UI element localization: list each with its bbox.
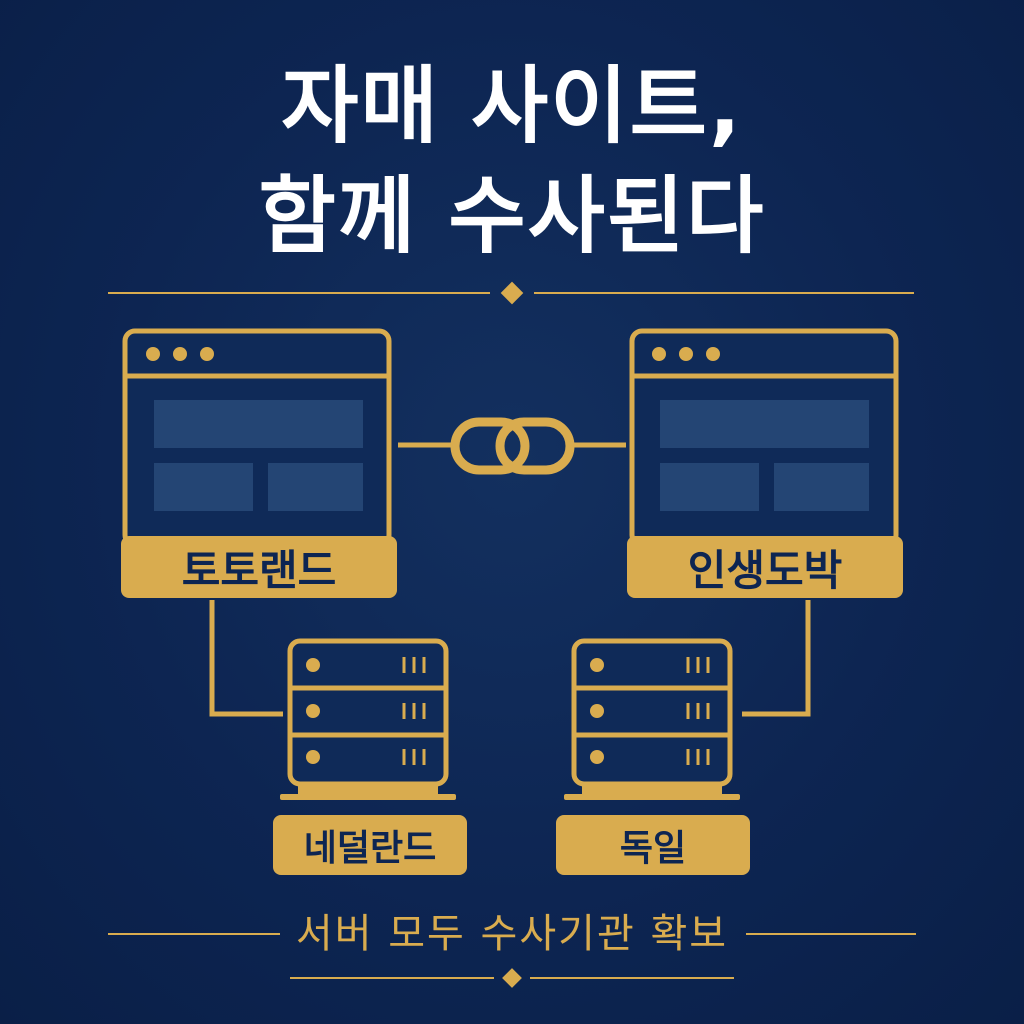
chain-link-icon	[398, 417, 626, 475]
footer-caption: 서버 모두 수사기관 확보	[295, 911, 729, 957]
diamond-ornament-icon	[500, 281, 524, 305]
footer-divider	[108, 933, 916, 988]
server-label-netherlands: 네덜란드	[273, 815, 467, 875]
site-label-totoland: 토토랜드	[121, 536, 397, 598]
browser-window-icon	[122, 328, 392, 548]
site-label-insaengdobak: 인생도박	[627, 536, 903, 598]
connector-line	[209, 600, 283, 717]
headline-line-1: 자매 사이트,	[281, 57, 743, 155]
server-label-germany: 독일	[556, 815, 750, 875]
diamond-ornament-icon	[502, 968, 522, 988]
connector-line	[742, 600, 811, 717]
server-rack-icon	[564, 638, 740, 800]
headline-line-2: 함께 수사된다	[258, 167, 766, 265]
top-divider	[108, 281, 914, 305]
browser-window-icon	[629, 328, 899, 548]
server-rack-icon	[280, 638, 456, 800]
